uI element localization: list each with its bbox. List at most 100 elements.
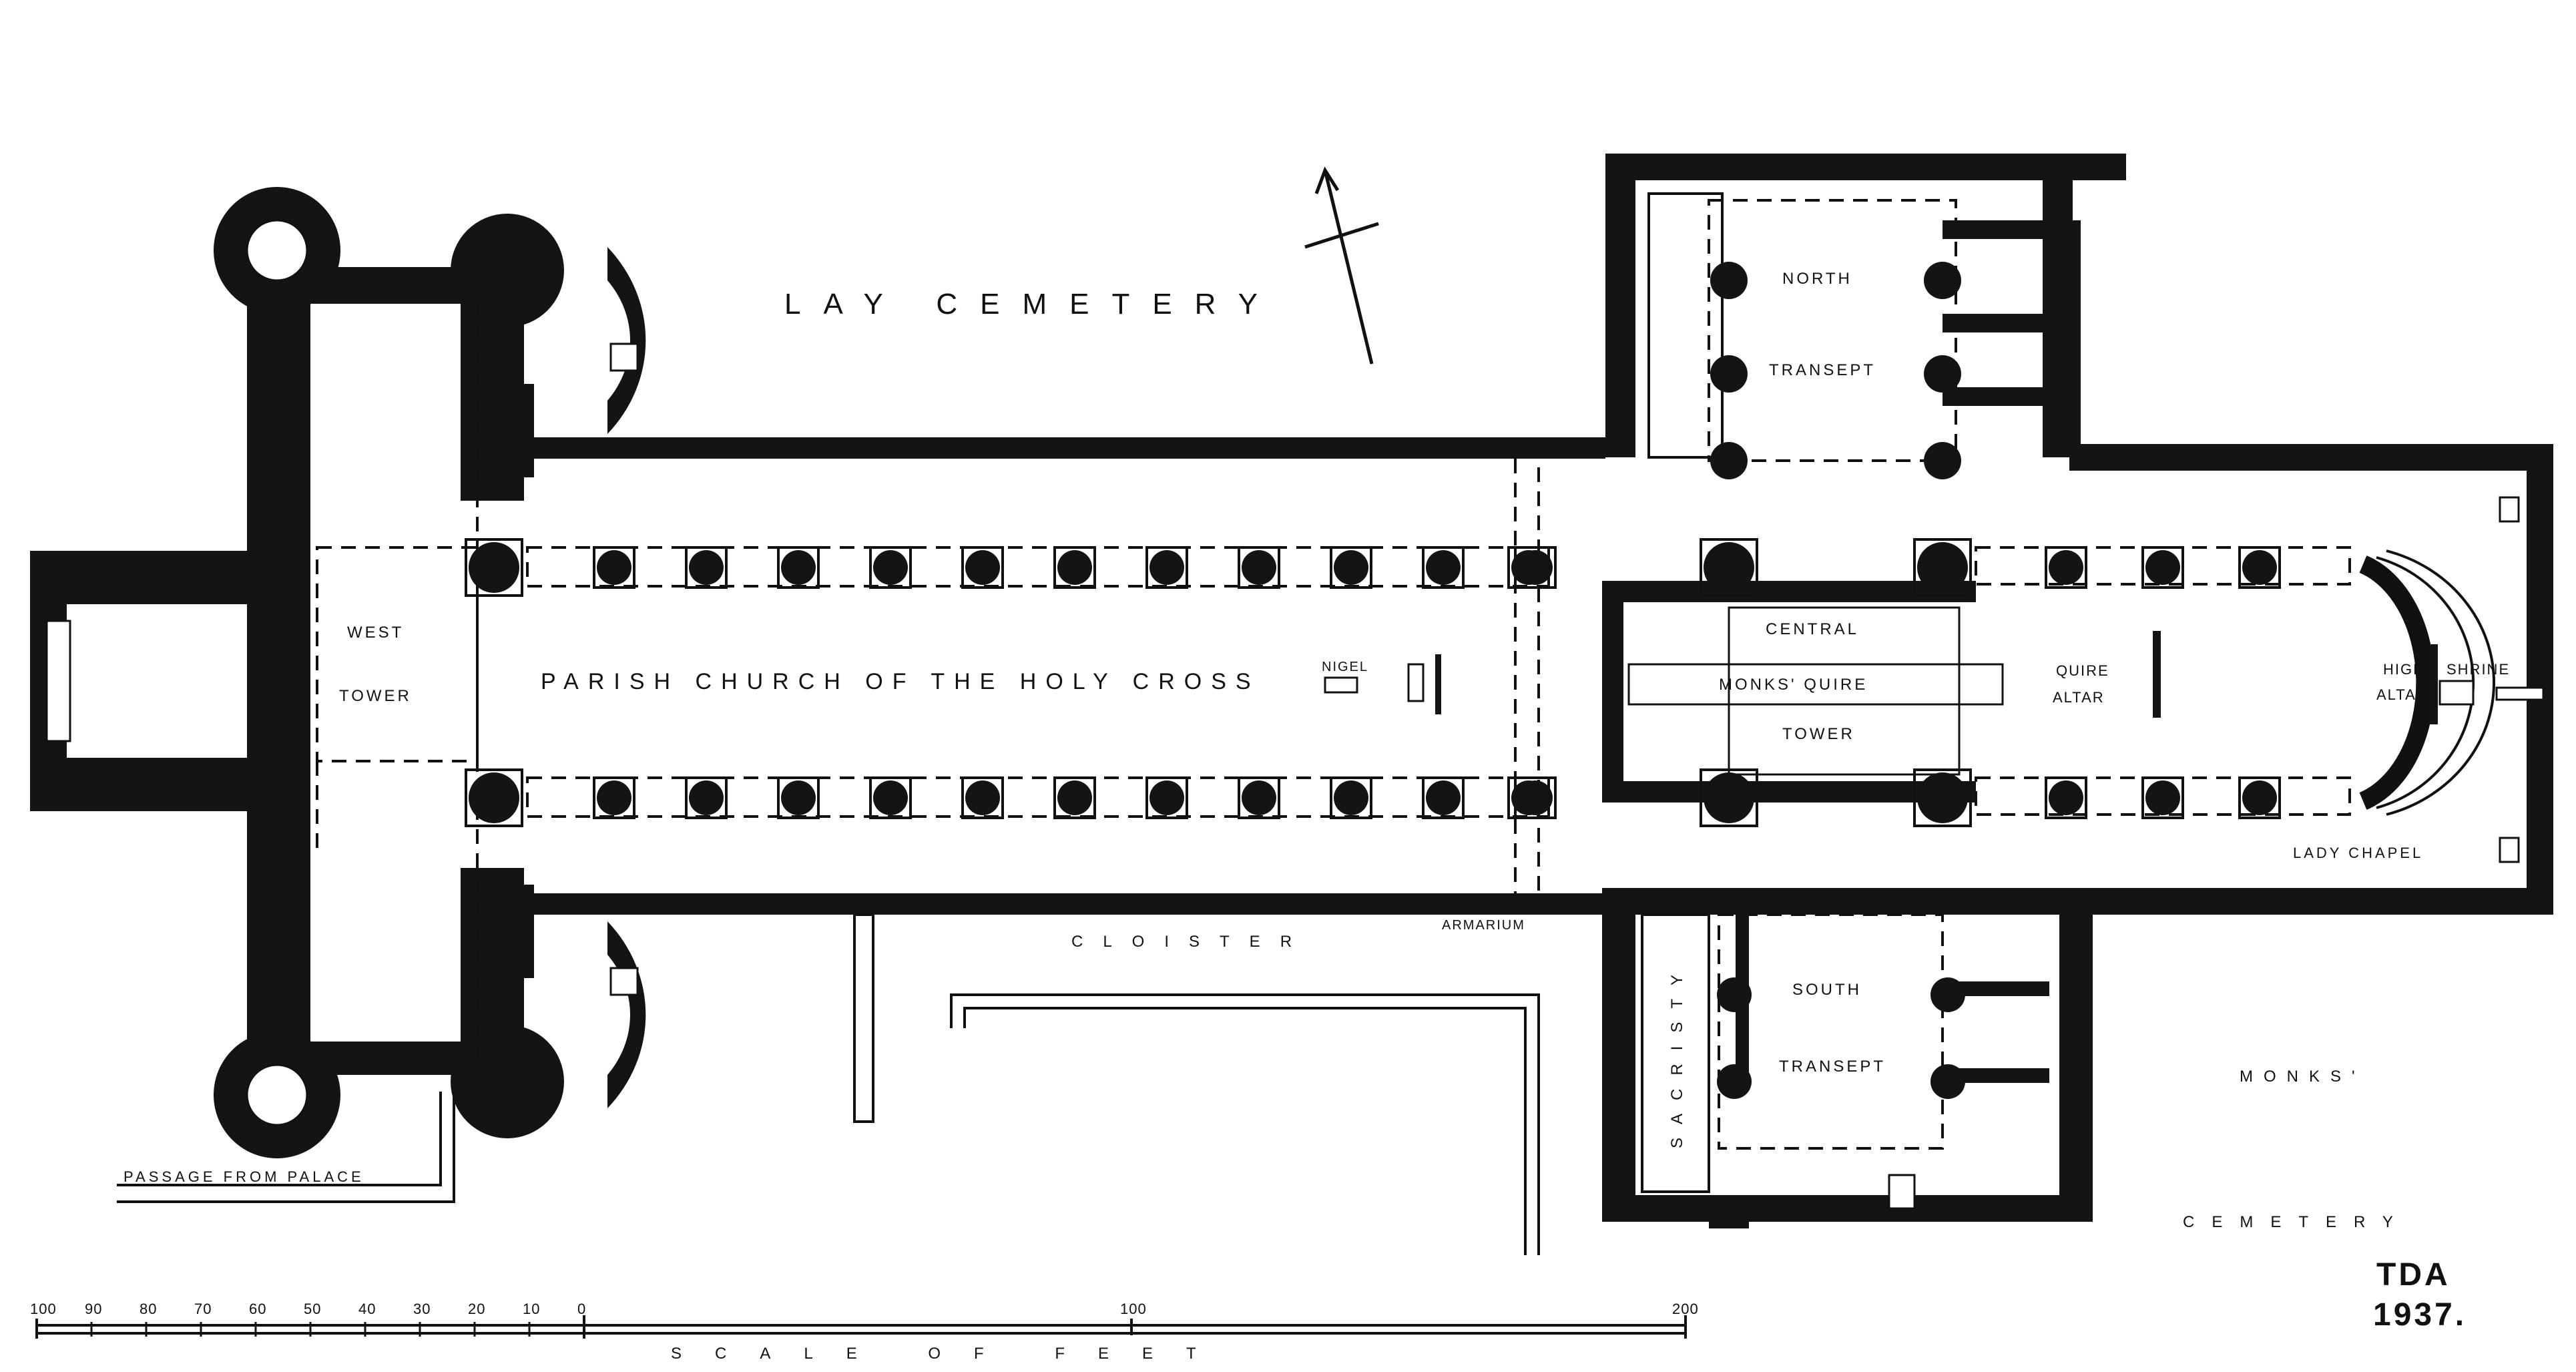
pier-base <box>961 776 1004 819</box>
signature: TDA 1937. <box>2373 1257 2467 1333</box>
label-monks: MONKS' <box>2240 1068 2366 1086</box>
label-armarium: ARMARIUM <box>1442 918 1525 933</box>
pier <box>1511 780 1546 815</box>
scale-label: 0 <box>577 1301 586 1317</box>
pier-base <box>1330 776 1372 819</box>
scale-title: SCALE OF FEET <box>671 1345 1230 1363</box>
pier-base <box>1507 776 1550 819</box>
pier <box>1334 780 1368 815</box>
scale-label: 80 <box>140 1301 157 1317</box>
pier-base <box>593 546 635 589</box>
label-quire-altar-1: QUIRE <box>2056 662 2109 679</box>
pier-base <box>2238 546 2281 589</box>
transepts <box>1602 154 2129 1228</box>
pier-base <box>1330 546 1372 589</box>
scale-label: 100 <box>30 1301 57 1317</box>
presbytery <box>1975 444 2553 915</box>
pier <box>597 780 631 815</box>
pier-base <box>869 776 912 819</box>
label-west-tower-1: WEST <box>347 624 404 642</box>
pier-base <box>1913 538 1972 597</box>
scale-label: 30 <box>413 1301 431 1317</box>
label-tower: TOWER <box>1782 725 1855 743</box>
pier-base <box>1053 546 1096 589</box>
pier <box>781 550 816 585</box>
pier <box>1057 550 1092 585</box>
pier <box>2145 780 2180 815</box>
pier <box>597 550 631 585</box>
nave-piers-north <box>465 538 1557 597</box>
pier-base <box>2141 776 2184 819</box>
signature-initials: TDA <box>2376 1257 2451 1293</box>
pier <box>965 780 1000 815</box>
pier-base <box>961 546 1004 589</box>
label-cemetery: CEMETERY <box>2183 1213 2410 1231</box>
label-high-altar-2: ALTAR <box>2376 686 2428 703</box>
label-passage: PASSAGE FROM PALACE <box>123 1168 364 1185</box>
pier-base <box>1145 546 1188 589</box>
pier-base <box>1238 776 1280 819</box>
pier <box>2145 550 2180 585</box>
pier <box>1426 780 1461 815</box>
pier <box>1149 550 1184 585</box>
pier <box>1511 550 1546 585</box>
nave-piers-south <box>465 768 1557 827</box>
scale-label: 50 <box>304 1301 321 1317</box>
pier-base <box>2141 546 2184 589</box>
pier-base <box>1913 768 1972 827</box>
pier <box>1334 550 1368 585</box>
label-south-transept-1: SOUTH <box>1792 981 1862 999</box>
pier <box>2242 550 2277 585</box>
pier-base <box>1238 546 1280 589</box>
label-north-transept-1: NORTH <box>1782 270 1852 288</box>
pier-base <box>1053 776 1096 819</box>
pier <box>1704 772 1754 823</box>
scale-label: 90 <box>85 1301 102 1317</box>
pier <box>469 772 519 823</box>
pier <box>2242 780 2277 815</box>
pier <box>689 550 724 585</box>
pier-base <box>1422 776 1465 819</box>
pier-base <box>685 776 728 819</box>
pier-base <box>869 546 912 589</box>
signature-year: 1937. <box>2373 1297 2467 1333</box>
label-monks-quire: MONKS' QUIRE <box>1719 676 1868 694</box>
scale-label: 10 <box>523 1301 540 1317</box>
pier-base <box>593 776 635 819</box>
label-lady-chapel: LADY CHAPEL <box>2293 845 2423 861</box>
pier-base <box>465 768 523 827</box>
pier-base <box>2238 776 2281 819</box>
pier-base <box>2045 776 2087 819</box>
label-sacristy: SACRISTY <box>1668 961 1686 1148</box>
cloister <box>117 913 1540 1255</box>
scale-label: 70 <box>194 1301 212 1317</box>
pier <box>873 780 908 815</box>
label-quire-altar-2: ALTAR <box>2053 689 2105 706</box>
pier <box>781 780 816 815</box>
pier-base <box>1507 546 1550 589</box>
scale-label-200: 200 <box>1672 1301 1699 1317</box>
scale-label: 40 <box>358 1301 376 1317</box>
label-south-transept-2: TRANSEPT <box>1779 1058 1886 1076</box>
pier-base <box>1422 546 1465 589</box>
nave <box>526 437 1605 915</box>
label-parish-church: PARISH CHURCH OF THE HOLY CROSS <box>541 669 1260 694</box>
pier <box>965 550 1000 585</box>
scale-label-100: 100 <box>1120 1301 1147 1317</box>
label-cloister: CLOISTER <box>1071 933 1312 951</box>
pier-base <box>465 538 523 597</box>
label-shrine: SHRINE <box>2446 661 2510 678</box>
pier <box>1917 542 1968 593</box>
west-front <box>30 187 646 1158</box>
pier-base <box>1700 768 1758 827</box>
pier <box>1242 780 1276 815</box>
pier <box>469 542 519 593</box>
pier <box>1426 550 1461 585</box>
scale-label: 60 <box>249 1301 266 1317</box>
label-nigel: NIGEL <box>1322 660 1368 674</box>
pier <box>1704 542 1754 593</box>
pier <box>1917 772 1968 823</box>
